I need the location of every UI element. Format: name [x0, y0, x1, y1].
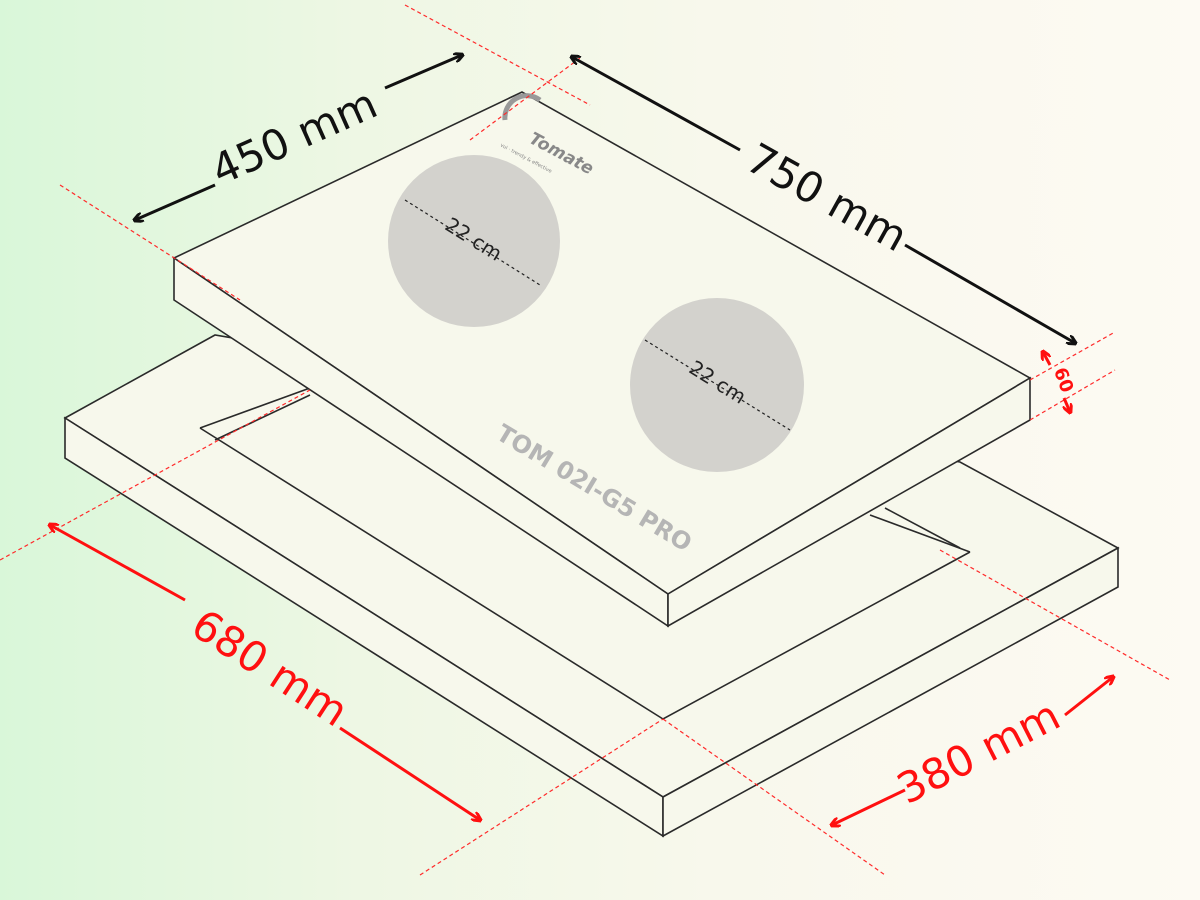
burner-1	[388, 155, 560, 327]
thickness-dimension: 60	[1043, 352, 1077, 412]
cutout-width-label: 380 mm	[889, 690, 1067, 813]
thickness-label: 60	[1049, 365, 1077, 396]
extension-lines	[0, 4, 1171, 876]
